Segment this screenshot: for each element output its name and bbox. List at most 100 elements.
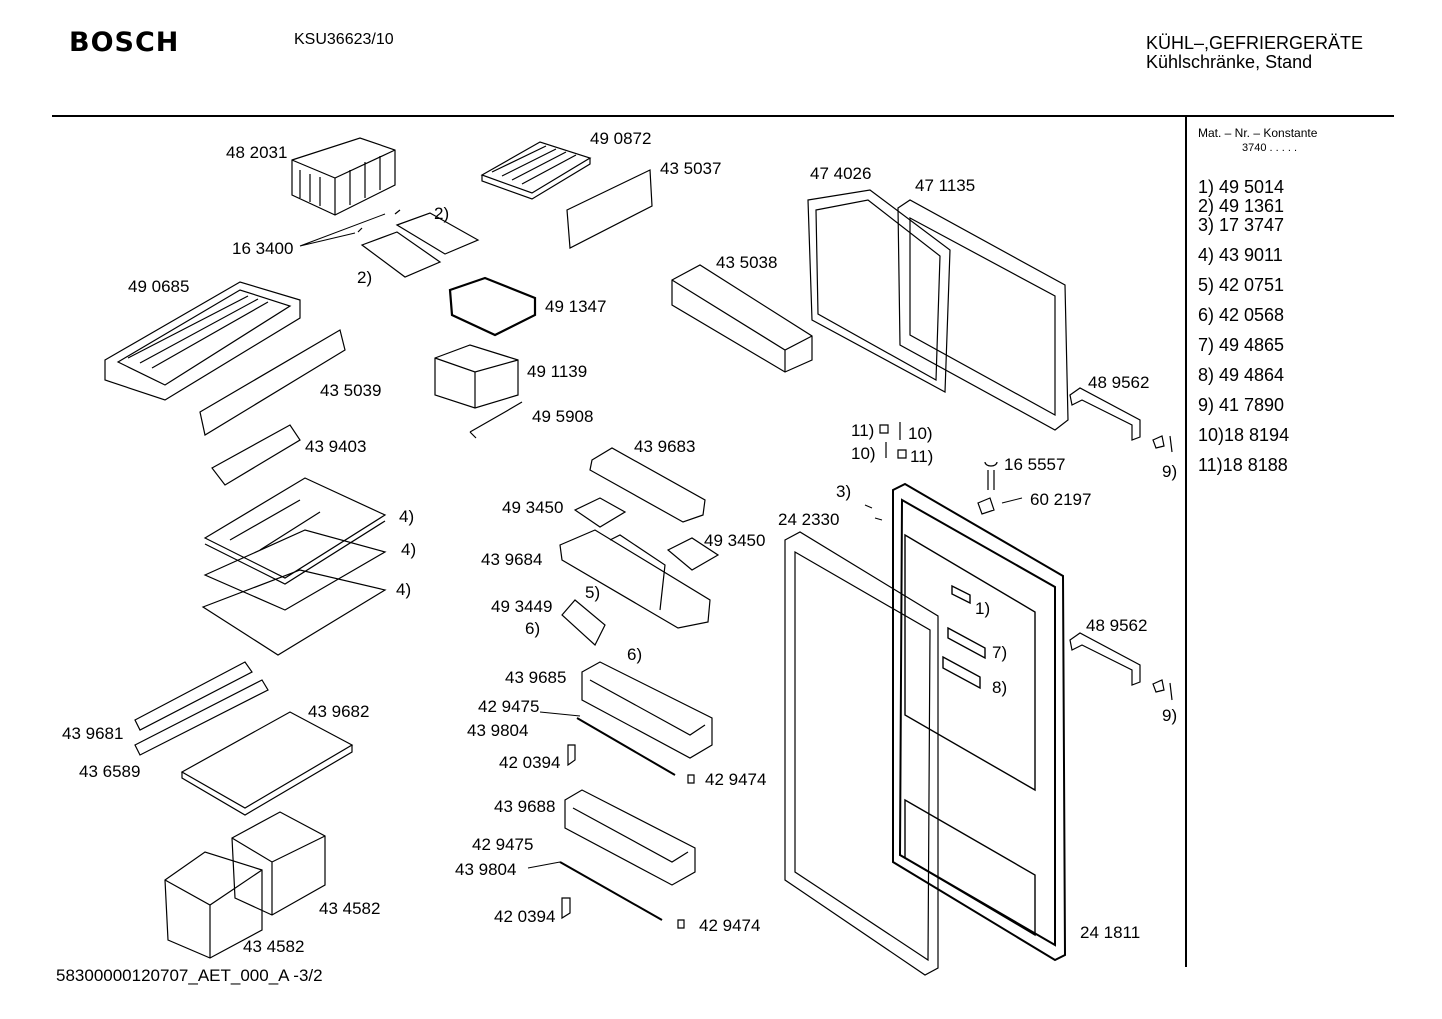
fridge-gasket-drawing xyxy=(785,532,938,975)
door-handle-drawing xyxy=(1070,633,1140,685)
part-label: 42 9475 xyxy=(478,697,540,716)
part-label: 1) xyxy=(975,599,991,618)
freezer-door-drawing xyxy=(898,200,1068,430)
freezer-drawer-drawing xyxy=(105,282,300,400)
document-footer: 58300000120707_AET_000_A -3/2 xyxy=(56,966,323,985)
part-label: 2) xyxy=(434,204,450,223)
part-label: 43 4582 xyxy=(243,937,305,956)
egg-tray-drawing xyxy=(575,498,625,527)
model-number: KSU36623/10 xyxy=(294,31,394,48)
freezer-gasket-drawing xyxy=(808,190,950,392)
part-label: 49 1139 xyxy=(527,362,588,381)
flap-drawing xyxy=(562,600,605,645)
part-label: 49 0872 xyxy=(590,129,652,148)
part-label: 42 9474 xyxy=(705,770,767,789)
part-label: 43 9685 xyxy=(505,668,567,687)
part-label: 43 9688 xyxy=(494,797,556,816)
part-label: 60 2197 xyxy=(1030,490,1092,509)
part-label: 48 2031 xyxy=(226,143,288,162)
part-label: 49 1347 xyxy=(545,297,607,316)
part-label: 43 5038 xyxy=(716,253,778,272)
clip-drawing xyxy=(562,745,694,928)
grille-drawing xyxy=(135,680,268,755)
part-label: 4) xyxy=(401,540,417,559)
storage-box-drawing xyxy=(435,345,518,408)
part-label: 2) xyxy=(357,268,373,287)
parts-list-item: 8) 49 4864 xyxy=(1198,365,1285,385)
door-bin-drawing xyxy=(582,662,712,758)
category-line-2: Kühlschränke, Stand xyxy=(1146,52,1313,72)
parts-list: 1) 49 5014 2) 49 1361 3) 17 3747 4) 43 9… xyxy=(1198,178,1398,475)
door-bin-drawing xyxy=(565,790,695,885)
part-label: 42 9475 xyxy=(472,835,534,854)
part-label: 11) xyxy=(910,447,934,466)
part-label: 24 2330 xyxy=(778,510,840,529)
part-label: 42 9474 xyxy=(699,916,761,935)
cover-panel-drawing xyxy=(567,170,652,248)
part-label: 43 4582 xyxy=(319,899,381,918)
part-label: 24 1811 xyxy=(1080,923,1141,942)
parts-list-item: 6) 42 0568 xyxy=(1198,305,1285,325)
parts-list-item: 2) 49 1361 xyxy=(1198,196,1285,216)
part-label: 49 3450 xyxy=(704,531,766,550)
brand-logo: BOSCH xyxy=(69,27,180,58)
part-label: 43 9804 xyxy=(467,721,529,740)
part-label: 16 5557 xyxy=(1004,455,1066,474)
ice-tray-drawing xyxy=(358,210,478,277)
parts-list-item: 11)18 8188 xyxy=(1198,455,1288,475)
part-label: 16 3400 xyxy=(232,239,294,258)
part-label: 9) xyxy=(1162,462,1178,481)
leader-line xyxy=(528,712,580,868)
sidebar-heading: Mat. – Nr. – Konstante xyxy=(1198,126,1318,140)
crisper-drawer-drawing xyxy=(165,812,325,958)
part-label: 9) xyxy=(1162,706,1178,725)
part-label: 8) xyxy=(992,678,1008,697)
part-label: 3) xyxy=(836,482,852,501)
part-label: 42 0394 xyxy=(499,753,561,772)
konstante-value: 3740 . . . . . xyxy=(1242,142,1298,154)
part-label: 5) xyxy=(585,583,601,602)
parts-list-item: 7) 49 4865 xyxy=(1198,335,1285,355)
category-title: KÜHL–,GEFRIERGERÄTE Kühlschränke, Stand xyxy=(1146,34,1363,72)
part-label: 4) xyxy=(399,507,415,526)
part-label: 42 0394 xyxy=(494,907,556,926)
fridge-door-drawing xyxy=(893,484,1065,960)
sidebar-divider xyxy=(1185,117,1187,967)
part-label: 49 5908 xyxy=(532,407,594,426)
part-label: 48 9562 xyxy=(1088,373,1150,392)
part-label: 43 9684 xyxy=(481,550,543,569)
part-label: 49 0685 xyxy=(128,277,190,296)
parts-list-item: 9) 41 7890 xyxy=(1198,395,1285,415)
grille-drawing xyxy=(135,662,252,730)
parts-list-item: 5) 42 0751 xyxy=(1198,275,1285,295)
hardware-drawing xyxy=(880,422,997,514)
part-label: 10) xyxy=(851,444,876,463)
part-label: 6) xyxy=(627,645,643,664)
part-label: 7) xyxy=(992,643,1008,662)
bottle-rack-drawing xyxy=(212,425,300,485)
egg-tray-drawing xyxy=(668,538,718,570)
leader-line xyxy=(1002,498,1022,503)
part-label: 49 3449 xyxy=(491,597,553,616)
part-label: 10) xyxy=(908,424,933,443)
drawer-front-drawing xyxy=(200,330,345,435)
parts-list-item: 10)18 8194 xyxy=(1198,425,1290,445)
part-label: 11) xyxy=(851,421,875,440)
ice-box-drawing xyxy=(292,138,395,215)
part-label: 43 9683 xyxy=(634,437,696,456)
door-handle-drawing xyxy=(1070,388,1140,440)
part-label: 43 5039 xyxy=(320,381,382,400)
category-line-1: KÜHL–,GEFRIERGERÄTE xyxy=(1146,33,1364,53)
ice-bin-drawing xyxy=(450,278,535,335)
part-label: 43 9804 xyxy=(455,860,517,879)
door-rack-drawing xyxy=(672,265,812,372)
part-label: 43 9681 xyxy=(62,724,124,743)
dairy-compartment-drawing xyxy=(560,530,710,628)
part-label: 6) xyxy=(525,619,541,638)
part-label: 4) xyxy=(396,580,412,599)
clip-drawing xyxy=(470,402,522,438)
parts-list-item: 1) 49 5014 xyxy=(1198,177,1285,197)
part-label: 47 4026 xyxy=(810,164,872,183)
rod-drawing xyxy=(560,862,662,920)
